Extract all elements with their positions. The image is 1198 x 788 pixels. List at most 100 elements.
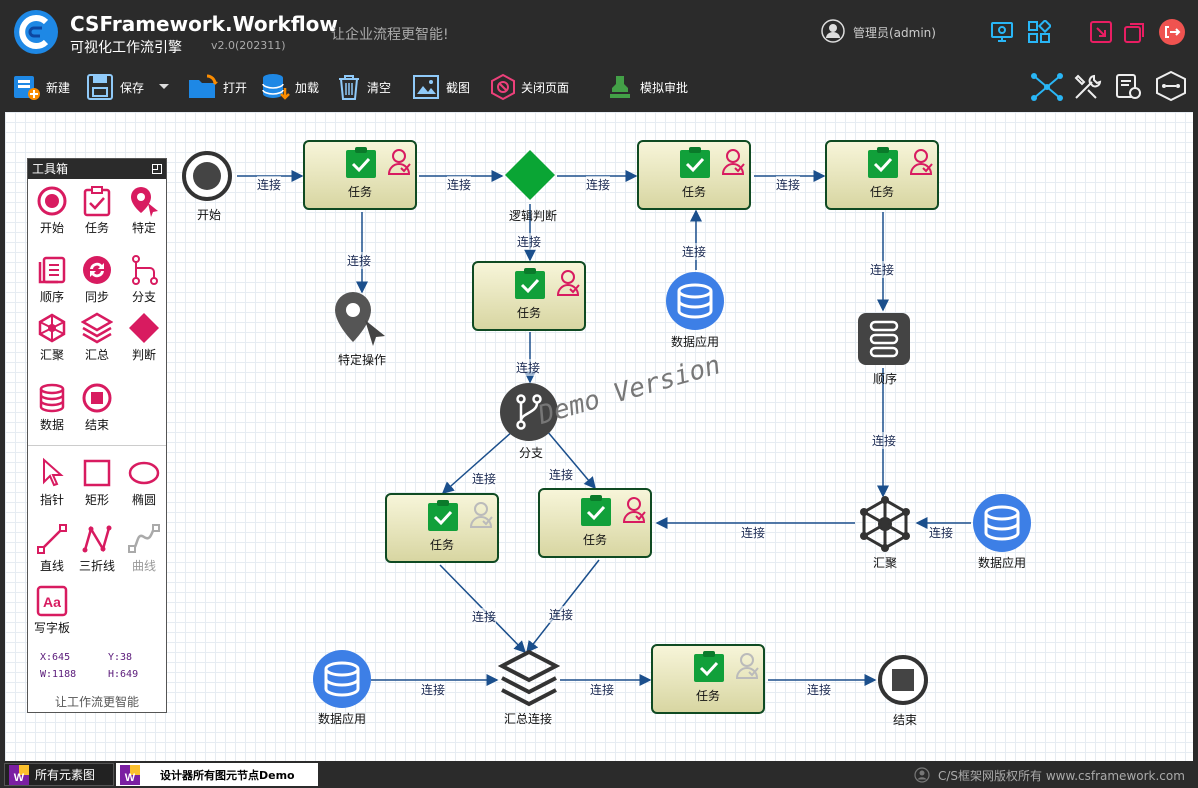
toolbox-divider — [28, 445, 166, 446]
design-canvas[interactable]: 连接 连接 连接 连接 连接 连接 连接 连接 连接 连接 连接 连接 连接 连… — [5, 112, 1193, 761]
check-icon — [428, 500, 458, 531]
svg-text:W: W — [14, 772, 25, 784]
merge-label: 汇聚 — [873, 556, 898, 570]
start-circle-icon — [37, 186, 67, 216]
tool-pointer[interactable]: 指针 — [30, 457, 74, 508]
edge-branch-task5 — [441, 430, 514, 494]
new-file-icon — [14, 76, 40, 100]
monitor-settings-icon[interactable] — [990, 19, 1016, 45]
float-window-icon[interactable] — [152, 164, 162, 174]
tool-data[interactable]: 数据 — [30, 382, 74, 433]
database-icon[interactable] — [312, 649, 372, 709]
aggregate-layers-icon[interactable] — [498, 650, 560, 710]
restore-icon[interactable] — [1123, 20, 1147, 44]
app-logo-icon — [14, 10, 58, 54]
screenshot-button[interactable]: 截图 — [412, 70, 470, 104]
settings-doc-icon[interactable] — [1114, 72, 1144, 102]
tool-aggregate[interactable]: 汇总 — [75, 312, 119, 363]
task-node[interactable]: 任务 — [637, 140, 751, 210]
tool-line[interactable]: 直线 — [30, 523, 74, 574]
tool-specific[interactable]: 特定 — [122, 185, 166, 236]
load-button[interactable]: 加载 — [261, 70, 319, 104]
check-icon — [346, 147, 376, 178]
user-assign-icon — [387, 149, 411, 175]
tool-sync[interactable]: 同步 — [75, 254, 119, 305]
start-node-icon[interactable] — [181, 150, 233, 202]
data-label: 数据应用 — [671, 335, 720, 349]
tool-polyline[interactable]: 三折线 — [75, 523, 119, 574]
tool-branch[interactable]: 分支 — [122, 254, 166, 305]
tool-curve: 曲线 — [122, 523, 166, 574]
specific-pin-icon[interactable] — [331, 290, 387, 350]
edge-label: 连接 — [472, 608, 497, 625]
coord-x: X:645 — [40, 652, 71, 663]
ellipse-icon — [128, 461, 160, 485]
edge-label: 连接 — [447, 176, 472, 193]
close-page-icon — [491, 73, 515, 101]
clear-button[interactable]: 清空 — [335, 70, 391, 104]
tool-decision[interactable]: 判断 — [122, 312, 166, 363]
task-node[interactable]: 任务 — [472, 261, 586, 331]
tool-sequence[interactable]: 顺序 — [30, 254, 74, 305]
task-node[interactable]: 任务 — [825, 140, 939, 210]
edge-label: 连接 — [549, 606, 574, 623]
chevron-down-icon[interactable] — [158, 83, 170, 91]
app-subtitle: 可视化工作流引擎 — [70, 40, 182, 56]
tab-designer-demo[interactable]: W 设计器所有图元节点Demo — [116, 763, 318, 786]
branch-split-icon — [132, 255, 158, 285]
copyright-text: C/S框架网版权所有 www.csframework.com — [938, 769, 1185, 783]
network-icon[interactable] — [1030, 72, 1064, 102]
copyright-user-icon — [914, 767, 930, 783]
edge-label: 连接 — [257, 176, 282, 193]
toolbox-header[interactable]: 工具箱 — [28, 159, 166, 179]
tools-icon[interactable] — [1072, 72, 1102, 102]
database-icon[interactable] — [972, 493, 1032, 553]
sequence-icon[interactable] — [857, 312, 911, 366]
minimize-icon[interactable] — [1089, 20, 1113, 44]
merge-hub-small-icon — [38, 313, 66, 343]
edge-label: 连接 — [807, 681, 832, 698]
workflow-hex-icon[interactable] — [1154, 70, 1188, 102]
grid-apps-icon[interactable] — [1027, 20, 1051, 44]
tool-task[interactable]: 任务 — [75, 185, 119, 236]
check-icon — [680, 147, 710, 178]
new-button[interactable]: 新建 — [12, 70, 70, 104]
tool-ellipse[interactable]: 椭圆 — [122, 457, 166, 508]
task-node[interactable]: 任务 — [303, 140, 417, 210]
coord-y: Y:38 — [108, 652, 133, 663]
toolbar: 新建 保存 打开 加载 清空 截图 关闭页面 模拟审批 — [0, 64, 1198, 110]
database-icon[interactable] — [665, 271, 725, 331]
branch-icon[interactable] — [499, 382, 559, 442]
logic-decision-icon[interactable] — [503, 148, 557, 202]
workflow-app-icon: W — [9, 764, 29, 785]
tab-all-elements[interactable]: W 所有元素图 — [4, 763, 114, 786]
user-avatar-icon[interactable] — [821, 19, 845, 43]
edge-label: 连接 — [872, 432, 897, 449]
exit-icon[interactable] — [1158, 18, 1186, 46]
specific-label: 特定操作 — [338, 353, 387, 367]
end-node-icon[interactable] — [877, 654, 929, 706]
text-aa-icon: Aa — [36, 585, 68, 617]
open-button[interactable]: 打开 — [187, 70, 247, 104]
user-assign-icon — [721, 149, 745, 175]
simulate-approval-button[interactable]: 模拟审批 — [606, 70, 688, 104]
task-node[interactable]: 任务 — [385, 493, 499, 563]
check-icon — [515, 268, 545, 299]
tool-end[interactable]: 结束 — [75, 382, 119, 433]
diamond-icon — [129, 313, 159, 343]
tool-start[interactable]: 开始 — [30, 185, 74, 236]
task-node[interactable]: 任务 — [538, 488, 652, 558]
close-page-button[interactable]: 关闭页面 — [489, 70, 569, 104]
task-node[interactable]: 任务 — [651, 644, 765, 714]
tool-merge[interactable]: 汇聚 — [30, 312, 74, 363]
merge-hub-icon[interactable] — [857, 496, 913, 552]
end-label: 结束 — [893, 713, 918, 727]
user-name[interactable]: 管理员(admin) — [853, 26, 936, 40]
tool-rectangle[interactable]: 矩形 — [75, 457, 119, 508]
save-button[interactable]: 保存 — [86, 70, 174, 104]
sync-icon — [83, 256, 111, 284]
database-load-icon — [262, 74, 290, 100]
trash-icon — [339, 75, 359, 100]
edge-label: 连接 — [741, 524, 766, 541]
